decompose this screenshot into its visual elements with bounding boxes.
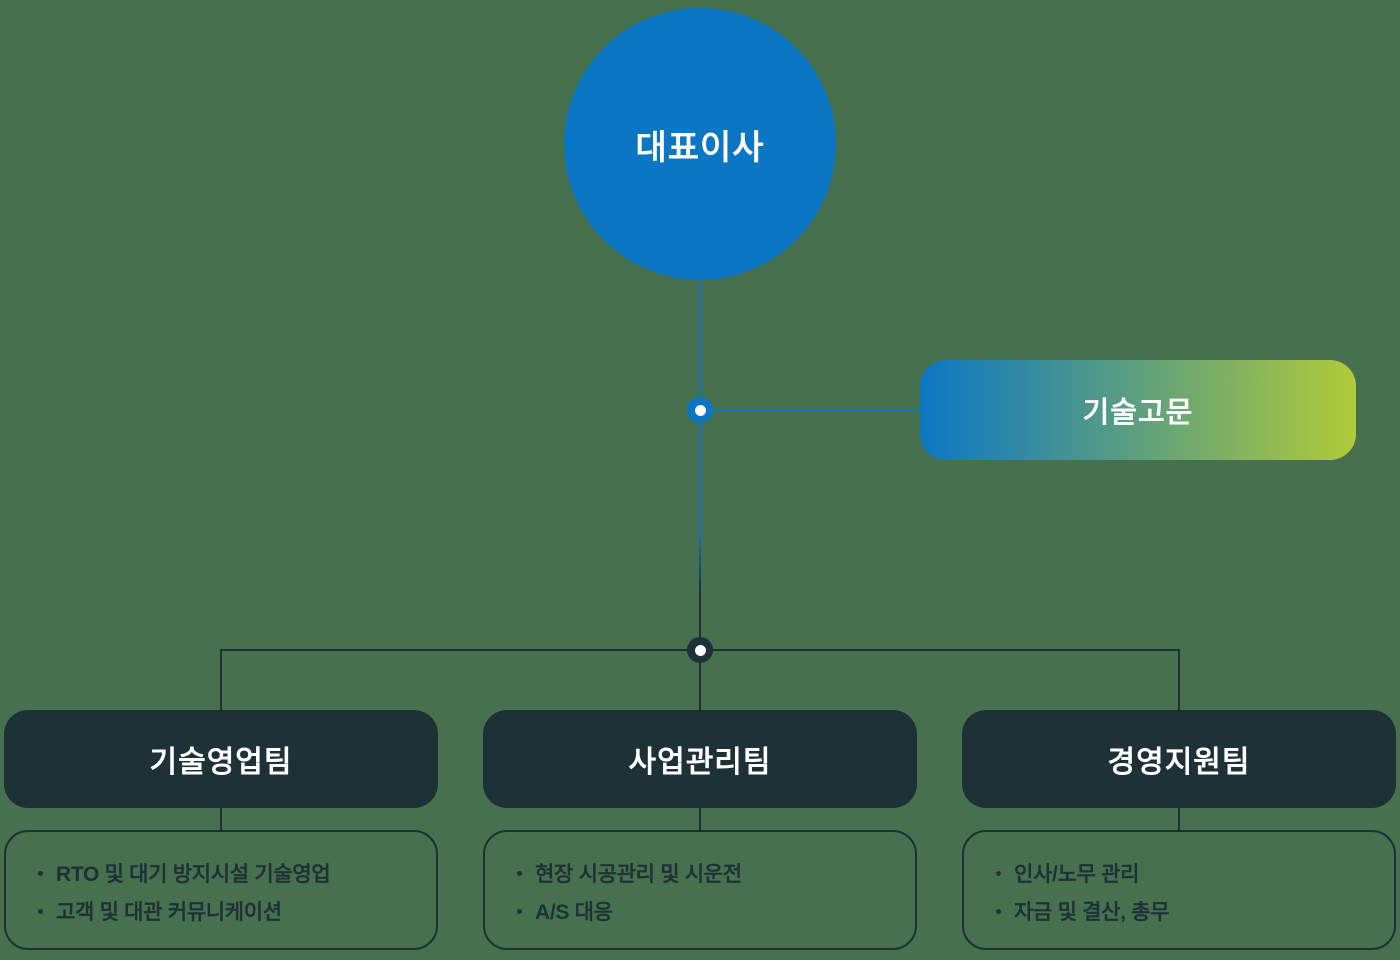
list-item: RTO 및 대기 방지시설 기술영업 bbox=[38, 860, 416, 886]
advisor-label: 기술고문 bbox=[1082, 397, 1194, 429]
teams-junction-node bbox=[687, 637, 713, 663]
bullet-dot-icon bbox=[38, 870, 43, 876]
team-detail-project-mgmt: 현장 시공관리 및 시운전 A/S 대응 bbox=[483, 830, 917, 950]
bullet-text: RTO 및 대기 방지시설 기술영업 bbox=[56, 863, 331, 886]
team-header-mgmt-support: 경영지원팀 bbox=[962, 710, 1396, 808]
list-item: 인사/노무 관리 bbox=[996, 860, 1374, 886]
team-title: 사업관리팀 bbox=[628, 746, 772, 779]
bullet-dot-icon bbox=[517, 870, 522, 876]
list-item: 자금 및 결산, 총무 bbox=[996, 898, 1374, 924]
bullet-dot-icon bbox=[38, 908, 43, 914]
team-header-project-mgmt: 사업관리팀 bbox=[483, 710, 917, 808]
teams-junction-node-dot bbox=[694, 644, 706, 656]
list-item: 고객 및 대관 커뮤니케이션 bbox=[38, 898, 416, 924]
connector-stub-detail-3 bbox=[1178, 808, 1180, 832]
bullet-text: 고객 및 대관 커뮤니케이션 bbox=[56, 901, 282, 924]
bullet-dot-icon bbox=[996, 870, 1001, 876]
bullet-text: A/S 대응 bbox=[535, 901, 613, 924]
bullet-text: 자금 및 결산, 총무 bbox=[1014, 901, 1170, 924]
bullet-dot-icon bbox=[517, 908, 522, 914]
bullet-dot-icon bbox=[996, 908, 1001, 914]
advisor-pill: 기술고문 bbox=[920, 360, 1356, 460]
connector-stub-team-3 bbox=[1178, 650, 1180, 712]
list-item: A/S 대응 bbox=[517, 898, 895, 924]
connector-stub-team-2 bbox=[699, 661, 701, 712]
advisor-junction-node-dot bbox=[694, 404, 706, 416]
ceo-circle: 대표이사 bbox=[564, 8, 836, 280]
team-title: 기술영업팀 bbox=[149, 746, 293, 779]
bullet-text: 인사/노무 관리 bbox=[1014, 863, 1140, 886]
team-title: 경영지원팀 bbox=[1107, 746, 1251, 779]
team-detail-tech-sales: RTO 및 대기 방지시설 기술영업 고객 및 대관 커뮤니케이션 bbox=[4, 830, 438, 950]
advisor-junction-node bbox=[687, 397, 713, 423]
ceo-label: 대표이사 bbox=[635, 128, 765, 167]
bullet-text: 현장 시공관리 및 시운전 bbox=[535, 863, 742, 886]
connector-ceo-to-advisor-node bbox=[699, 276, 701, 400]
connector-advisor-node-to-teams-node bbox=[699, 421, 701, 639]
team-header-tech-sales: 기술영업팀 bbox=[4, 710, 438, 808]
team-detail-mgmt-support: 인사/노무 관리 자금 및 결산, 총무 bbox=[962, 830, 1396, 950]
connector-stub-detail-1 bbox=[220, 808, 222, 832]
connector-stub-team-1 bbox=[220, 650, 222, 712]
connector-stub-detail-2 bbox=[699, 808, 701, 832]
connector-node-to-advisor-pill bbox=[712, 409, 922, 411]
list-item: 현장 시공관리 및 시운전 bbox=[517, 860, 895, 886]
